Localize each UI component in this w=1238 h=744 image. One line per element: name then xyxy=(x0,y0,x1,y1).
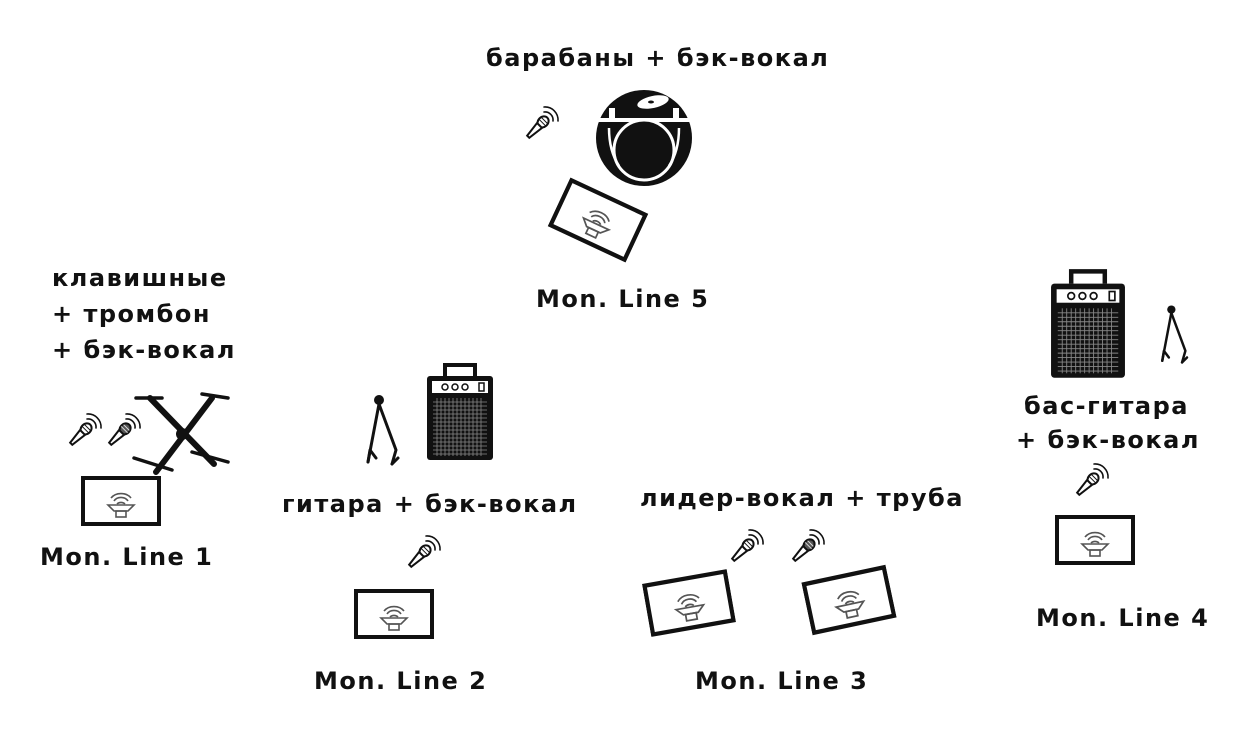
monitor-wedge-icon xyxy=(642,568,736,638)
monitor-line-3-label: Mon. Line 3 xyxy=(695,667,869,695)
monitor-wedge-icon xyxy=(801,564,897,637)
drum-kit-icon xyxy=(589,88,699,188)
monitor-wedge-icon xyxy=(1054,515,1136,565)
microphone-icon xyxy=(1072,460,1112,500)
guitar-label: гитара + бэк-вокал xyxy=(282,490,578,518)
microphone-icon xyxy=(404,532,444,572)
keys-label-line-3: + бэк-вокал xyxy=(52,336,236,364)
microphone-icon xyxy=(727,526,767,566)
microphone-icon xyxy=(522,103,562,143)
monitor-line-4-label: Mon. Line 4 xyxy=(1036,604,1210,632)
amplifier-icon xyxy=(1040,268,1136,380)
lead-label: лидер-вокал + труба xyxy=(640,484,964,512)
monitor-wedge-icon xyxy=(80,476,162,526)
drums-label: барабаны + бэк-вокал xyxy=(486,44,830,72)
monitor-line-2-label: Mon. Line 2 xyxy=(314,667,488,695)
bass-label-line-2: + бэк-вокал xyxy=(1016,426,1200,454)
monitor-line-1-label: Mon. Line 1 xyxy=(40,543,214,571)
keyboard-stand-icon xyxy=(132,390,232,480)
guitar-stand-icon xyxy=(1148,303,1198,369)
guitar-stand-icon xyxy=(356,392,406,472)
monitor-line-5-label: Mon. Line 5 xyxy=(536,285,710,313)
monitor-wedge-icon xyxy=(547,176,649,263)
microphone-icon xyxy=(65,410,105,450)
bass-label-line-1: бас-гитара xyxy=(1024,392,1189,420)
microphone-icon xyxy=(788,526,828,566)
keys-label-line-2: + тромбон xyxy=(52,300,211,328)
keys-label-line-1: клавишные xyxy=(52,264,228,292)
monitor-wedge-icon xyxy=(353,589,435,639)
amplifier-icon xyxy=(425,362,495,462)
